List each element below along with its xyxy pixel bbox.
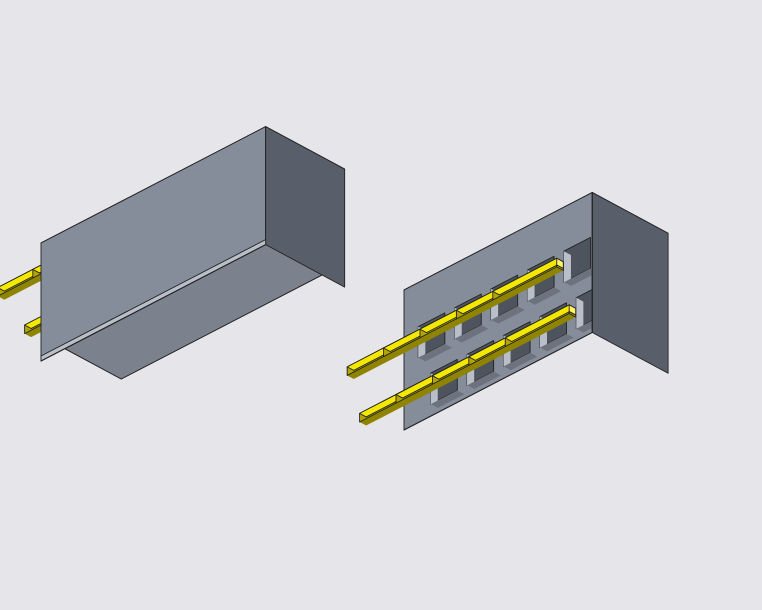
slot-inner-top	[430, 390, 465, 409]
slot-inner-wedge	[576, 297, 584, 333]
shroud-bottom-edge	[40, 244, 267, 362]
component-shrouded-box-header	[0, 126, 346, 380]
slot-inner-top	[539, 333, 574, 352]
pin-tip-chamfer	[568, 311, 577, 318]
pin-female-r1-c4	[504, 304, 577, 351]
slot-inner-top	[454, 324, 489, 343]
housing-bottom-edge	[403, 331, 593, 431]
slot-inner-top	[503, 352, 538, 371]
slot-r0-c4	[563, 236, 598, 287]
pin-under-face	[492, 266, 564, 304]
pin-under-face	[505, 313, 576, 351]
pin-field-female	[346, 257, 577, 426]
slot-inner-top	[491, 306, 525, 324]
slot-inner-top	[563, 268, 598, 287]
slot-inner-wedge	[563, 251, 571, 287]
pin-female-r0-c4	[492, 257, 564, 304]
slot-inner-top	[467, 371, 501, 390]
pin-tip-chamfer	[556, 264, 564, 271]
component-receptacle-housing	[346, 191, 669, 431]
slot-inner-top	[527, 287, 562, 305]
shroud-right-face	[265, 126, 346, 288]
slot-inner-top	[418, 343, 452, 362]
